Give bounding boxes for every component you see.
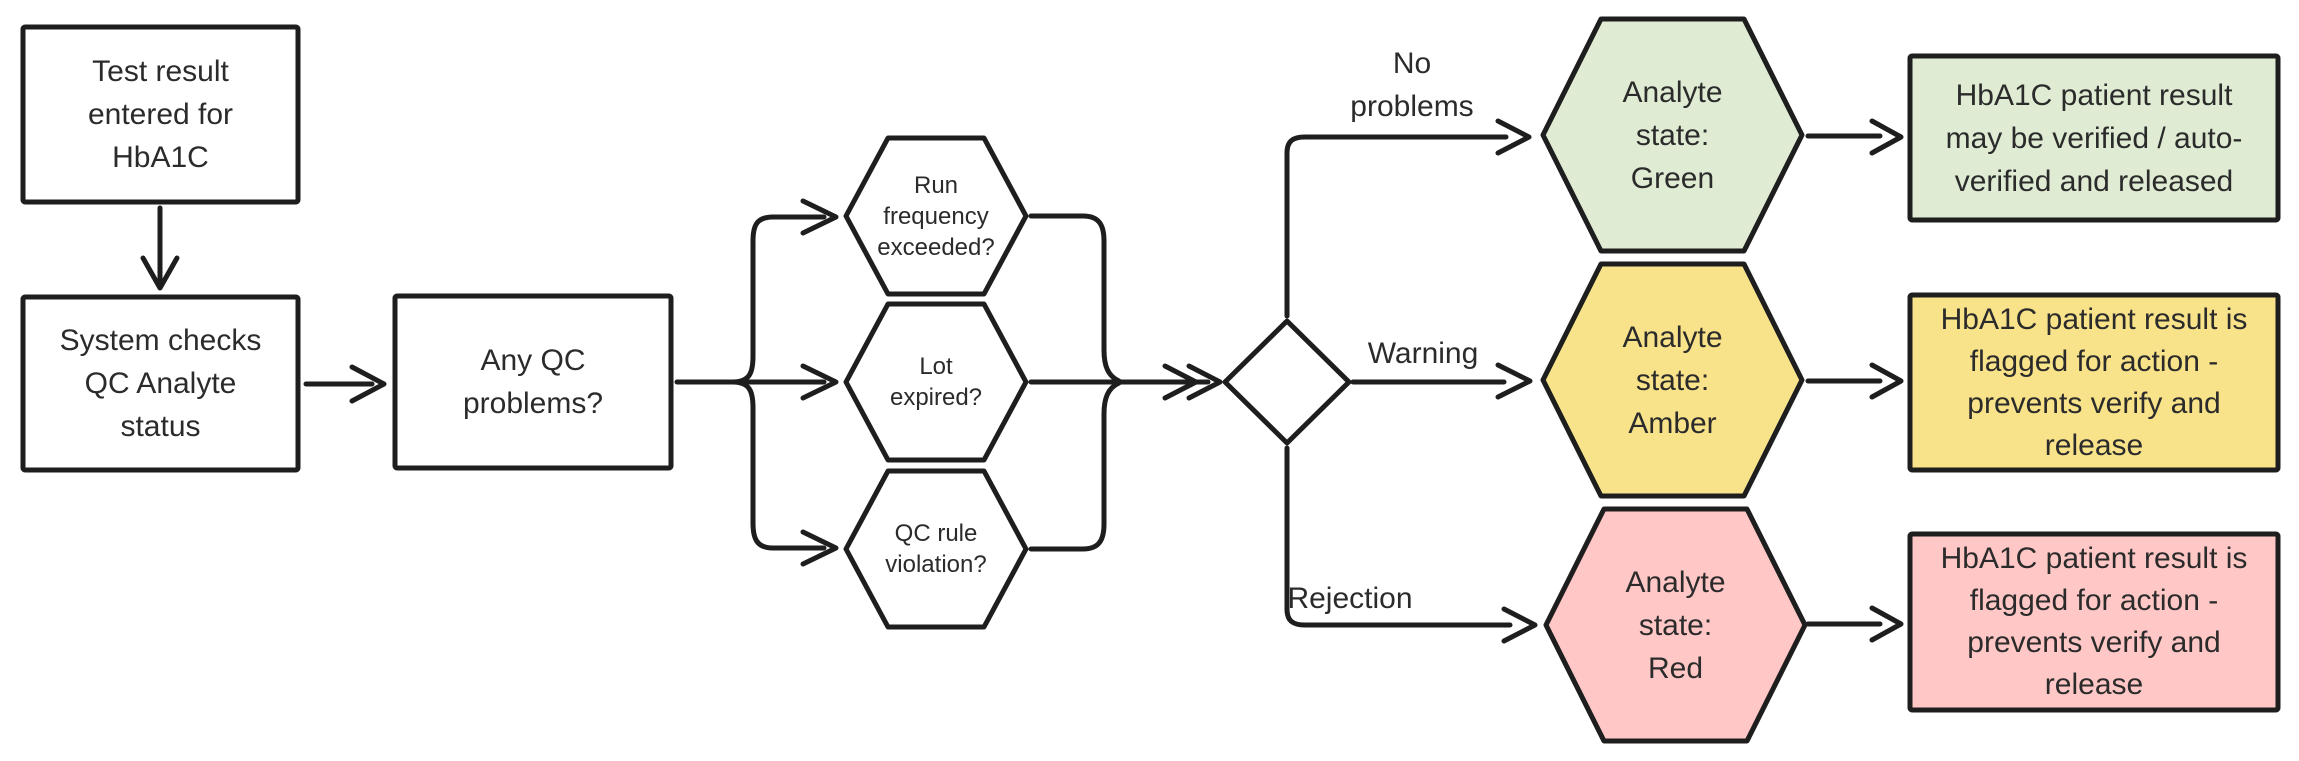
hexagon-run-frequency-label: Run frequency exceeded? [843, 135, 1029, 297]
hexagon-run-frequency: Run frequency exceeded? [843, 135, 1029, 297]
text-line: Analyte [1625, 565, 1726, 599]
arrow-diamond-to-green-hexagon [1284, 118, 1532, 319]
arrow-diamond-to-red-hexagon [1284, 445, 1538, 644]
box-outcome-green-label: HbA1C patient result may be verified / a… [1907, 53, 2281, 223]
arrow-amber-hexagon-to-box [1805, 362, 1904, 400]
text-line: state: [1635, 118, 1710, 152]
text-line: QC Analyte [84, 367, 237, 400]
hexagon-qc-rule-violation: QC rule violation? [843, 468, 1029, 630]
hexagon-analyte-green: Analyte state: Green [1540, 16, 1805, 254]
box-outcome-red: HbA1C patient result is flagged for acti… [1907, 531, 2281, 713]
node-any-qc-problems: Any QC problems? [392, 293, 674, 471]
arrow-diamond-to-amber-hexagon [1350, 362, 1533, 400]
text-line: release [2044, 668, 2144, 701]
text-line: prevents verify and [1967, 386, 2221, 420]
hexagon-analyte-amber-label: Analyte state: Amber [1540, 261, 1805, 499]
text-line: HbA1C patient result [1955, 78, 2233, 112]
arrow-red-hexagon-to-box [1805, 605, 1904, 643]
hexagon-analyte-red-label: Analyte state: Red [1543, 506, 1808, 744]
converge-hexagons-to-diamond [1028, 213, 1223, 552]
text-line: Analyte [1622, 320, 1723, 354]
hexagon-analyte-amber: Analyte state: Amber [1540, 261, 1805, 499]
text-line: flagged for action - [1969, 344, 2219, 378]
text-line: HbA1C patient result is [1940, 542, 2248, 575]
text-line: HbA1C patient result is [1940, 302, 2248, 336]
text-line: No [1392, 47, 1432, 80]
box-outcome-green: HbA1C patient result may be verified / a… [1907, 53, 2281, 223]
text-line: Warning [1367, 337, 1479, 370]
text-line: Test result [92, 55, 229, 88]
text-line: problems [1350, 90, 1474, 123]
text-line: state: [1638, 608, 1713, 642]
hexagon-analyte-red: Analyte state: Red [1543, 506, 1808, 744]
text-line: frequency [883, 202, 989, 230]
edge-label-rejection: Rejection [1285, 577, 1415, 620]
text-line: verified and released [1954, 164, 2234, 198]
text-line: System checks [59, 324, 262, 357]
text-line: Amber [1628, 406, 1717, 440]
text-line: expired? [889, 384, 983, 411]
text-line: status [120, 410, 201, 443]
hexagon-qc-rule-violation-label: QC rule violation? [843, 468, 1029, 630]
edge-label-no-problems: No problems [1332, 42, 1492, 128]
text-line: release [2044, 428, 2144, 462]
text-line: state: [1635, 363, 1710, 397]
box-outcome-red-label: HbA1C patient result is flagged for acti… [1907, 531, 2281, 713]
box-outcome-amber-label: HbA1C patient result is flagged for acti… [1907, 292, 2281, 473]
text-line: exceeded? [877, 233, 995, 261]
text-line: violation? [885, 551, 987, 578]
box-outcome-amber: HbA1C patient result is flagged for acti… [1907, 292, 2281, 473]
hexagon-lot-expired-label: Lot expired? [843, 301, 1029, 463]
arrow-test-to-system [140, 205, 180, 291]
text-line: Red [1647, 651, 1704, 685]
node-test-result: Test result entered for HbA1C [20, 24, 301, 205]
text-line: HbA1C [112, 141, 209, 174]
node-system-checks: System checks QC Analyte status [20, 294, 301, 473]
node-system-checks-label: System checks QC Analyte status [20, 294, 301, 473]
text-line: Any QC [480, 344, 586, 377]
edge-label-warning: Warning [1358, 332, 1488, 375]
text-line: entered for [87, 98, 234, 131]
decision-diamond [1222, 318, 1352, 446]
text-line: Run [913, 171, 959, 199]
text-line: QC rule [894, 520, 978, 547]
node-test-result-label: Test result entered for HbA1C [20, 24, 301, 205]
hexagon-lot-expired: Lot expired? [843, 301, 1029, 463]
text-line: may be verified / auto- [1945, 121, 2243, 155]
arrow-green-hexagon-to-box [1805, 118, 1904, 156]
split-anyqc-to-hexagons [674, 198, 839, 567]
text-line: prevents verify and [1967, 626, 2221, 659]
text-line: problems? [462, 387, 604, 420]
text-line: Green [1630, 161, 1715, 195]
text-line: Lot [919, 353, 953, 380]
text-line: Analyte [1622, 75, 1723, 109]
text-line: flagged for action - [1969, 584, 2219, 617]
hexagon-analyte-green-label: Analyte state: Green [1540, 16, 1805, 254]
text-line: Rejection [1287, 582, 1413, 615]
arrow-system-to-anyqc [303, 364, 387, 404]
node-any-qc-problems-label: Any QC problems? [392, 293, 674, 471]
